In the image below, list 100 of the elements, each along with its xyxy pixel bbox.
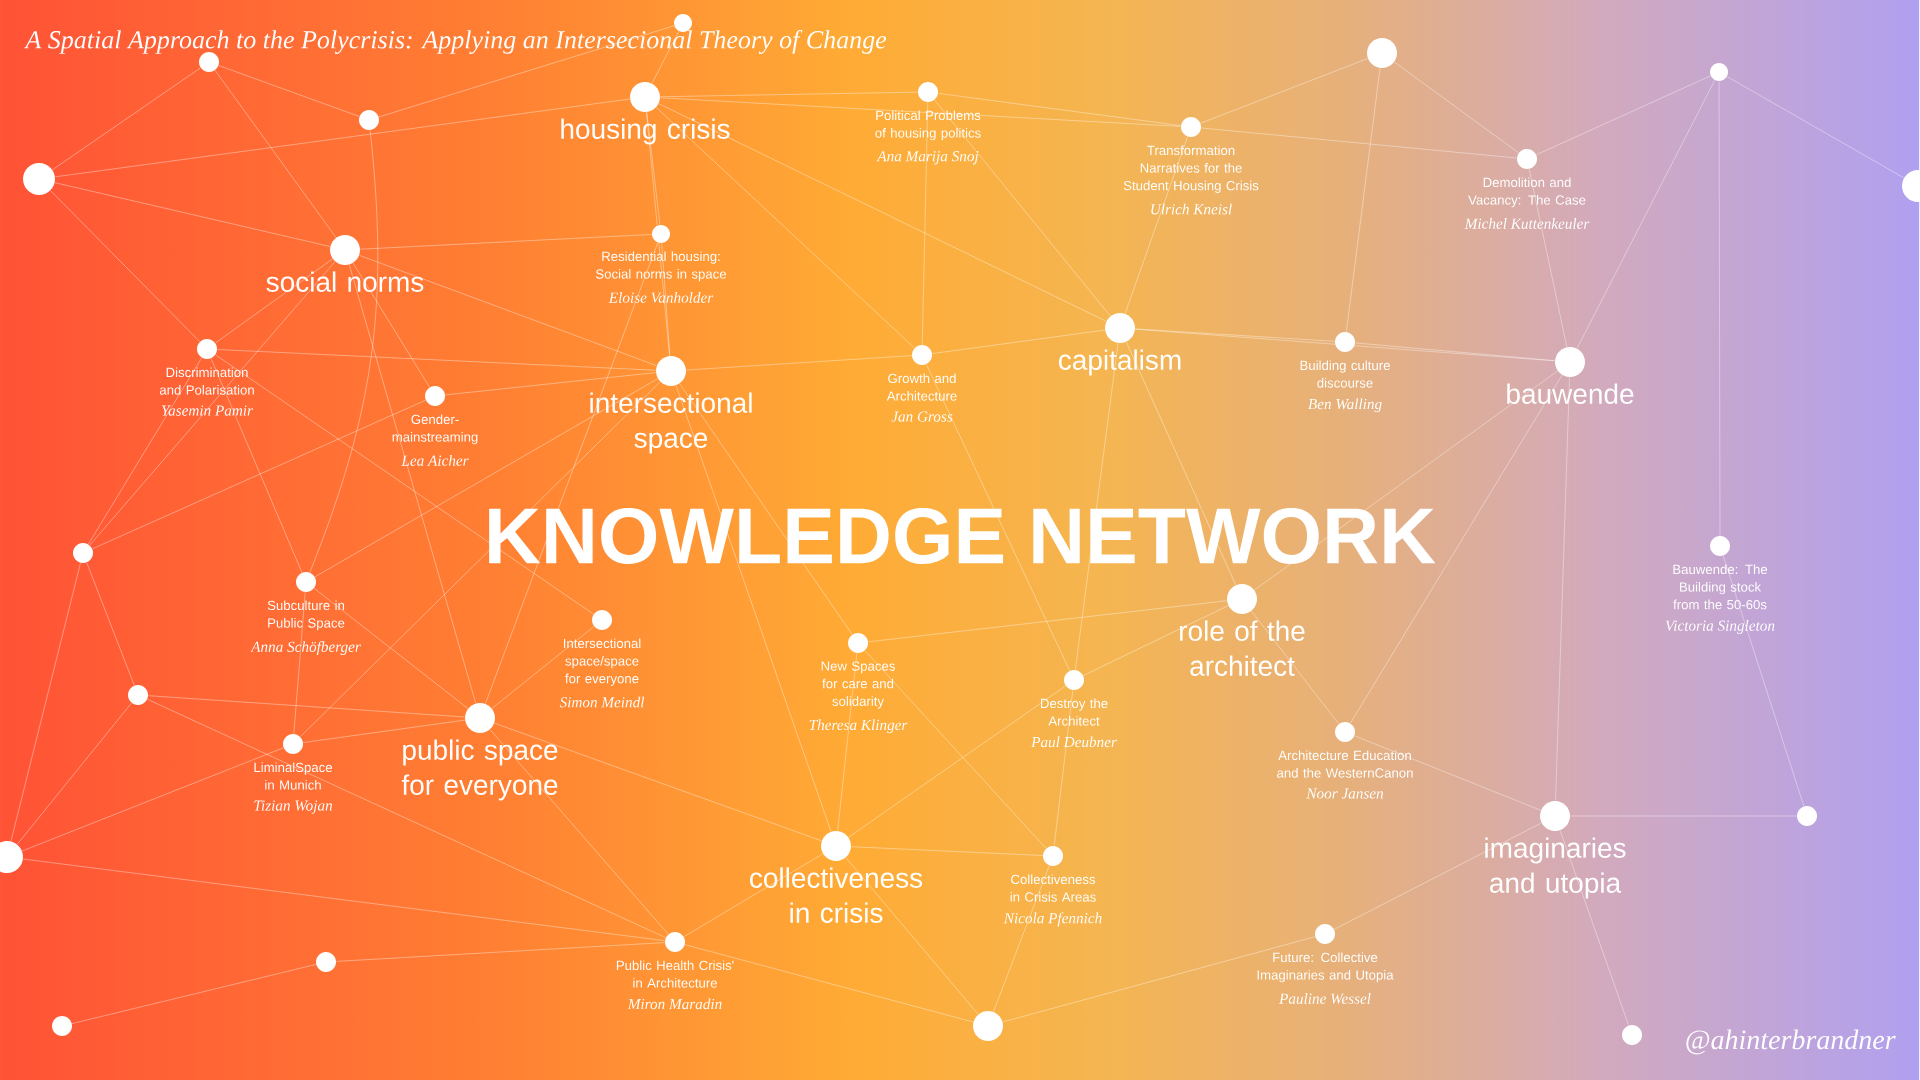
topic-label: Building culture discourse <box>1300 360 1390 388</box>
network-line <box>485 242 659 704</box>
topic-label: New Spaces for care and solidarity <box>821 661 895 709</box>
network-line <box>352 262 430 388</box>
network-line <box>359 255 657 366</box>
author-name: Ben Walling <box>1308 398 1382 413</box>
author-name: Noor Jansen <box>1306 788 1383 799</box>
node-dot <box>128 685 148 705</box>
network-line <box>1251 610 1339 725</box>
node-dot <box>1710 63 1728 81</box>
network-line <box>86 562 135 686</box>
network-line <box>684 944 974 1023</box>
topic-label: Growth and Architecture <box>886 373 957 401</box>
network-line <box>215 354 594 615</box>
node-dot <box>296 572 316 592</box>
network-line <box>16 702 132 845</box>
network-line <box>1135 328 1335 342</box>
hub-label: social norms <box>266 271 424 292</box>
network-line <box>148 695 465 718</box>
author-name: Eloise Vanholder <box>608 292 714 303</box>
topic-label: Discrimination and Polarisation <box>159 367 254 395</box>
network-line <box>10 562 81 842</box>
topic-label: Future: Collective Imaginaries and Utopia <box>1257 952 1394 983</box>
node-dot <box>1064 670 1084 690</box>
network-line <box>302 719 466 743</box>
node-dot <box>918 82 938 102</box>
network-line <box>1726 76 1905 179</box>
network-line <box>1576 80 1716 349</box>
node-dot <box>425 386 445 406</box>
author-name: Miron Maradin <box>627 998 722 1010</box>
node-dot <box>1181 117 1201 137</box>
network-line <box>217 349 656 371</box>
node-dot <box>1540 801 1570 831</box>
network-line <box>293 592 306 734</box>
network-line <box>868 600 1228 643</box>
node-dot <box>52 1016 72 1036</box>
network-line <box>210 358 303 573</box>
network-line <box>1528 168 1568 348</box>
network-line <box>937 93 1182 126</box>
network-line <box>683 853 824 937</box>
topic-label: Subculture in Public Space <box>267 600 345 631</box>
node-dot <box>283 734 303 754</box>
network-line <box>1346 67 1381 333</box>
network-line <box>92 399 426 550</box>
network-line <box>679 383 853 635</box>
network-line <box>489 729 669 935</box>
network-line <box>1254 370 1558 591</box>
network-line <box>1536 75 1711 156</box>
node-dot <box>73 543 93 563</box>
network-line <box>50 190 201 342</box>
hub-label: collectiveness in crisis <box>750 867 923 923</box>
node-dot <box>674 14 692 32</box>
node-dot <box>656 356 686 386</box>
network-line <box>378 25 675 118</box>
topic-label: Demolition and Vacancy: The Case <box>1468 177 1586 208</box>
network-line <box>660 91 918 98</box>
author-name: Pauline Wessel <box>1279 993 1371 1004</box>
network-line <box>21 747 284 852</box>
topic-label: Gender-mainstreaming <box>392 414 478 445</box>
author-name: Michel Kuttenkeuler <box>1464 218 1590 229</box>
network-line <box>660 97 1181 127</box>
network-line <box>1350 374 1563 724</box>
network-line <box>147 699 666 938</box>
node-dot <box>821 831 851 861</box>
author-name: Jan Gross <box>891 411 953 422</box>
topic-label: Collectiveness in Crisis Areas <box>1010 874 1096 902</box>
network-line <box>1333 822 1542 930</box>
network-line <box>22 858 666 942</box>
network-line <box>314 378 659 578</box>
node-dot <box>665 932 685 952</box>
social-handle: @ahinterbrandner <box>1686 1029 1896 1055</box>
network-line <box>218 65 360 117</box>
network-line <box>348 264 477 704</box>
node-dot <box>465 703 495 733</box>
network-line <box>864 650 1047 849</box>
topic-label: Transformation Narratives for the Student Housing Crisis <box>1123 145 1259 193</box>
network-line <box>1124 136 1188 314</box>
topic-label: Architecture Education and the WesternCanon <box>1277 750 1413 778</box>
author-name: Victoria Singleton <box>1665 620 1775 634</box>
network-line <box>89 261 336 546</box>
network-line <box>675 385 832 832</box>
heading: KNOWLEDGE NETWORK <box>489 508 1436 564</box>
node-dot <box>199 52 219 72</box>
hub-label: capitalism <box>1058 349 1181 376</box>
node-dot <box>1622 1025 1642 1045</box>
network-line <box>993 865 1050 1012</box>
network-line <box>445 372 657 396</box>
network-line <box>300 381 661 738</box>
network-line <box>1559 830 1629 1026</box>
network-line <box>1722 555 1805 807</box>
network-line <box>1126 341 1237 586</box>
hub-label: role of the architect <box>1180 620 1305 676</box>
author-name: Lea Aicher <box>401 455 469 466</box>
topic-label: Public Health Crisis' in Architecture <box>616 960 734 988</box>
network-line <box>54 182 331 247</box>
author-name: Ulrich Kneisl <box>1151 203 1232 215</box>
network-line <box>309 130 379 573</box>
network-line <box>851 846 1043 856</box>
title: A Spatial Approach to the Polycrisis: Applying an Intersecional Theory of Change <box>24 30 887 54</box>
topic-label: Bauwende: The Building stock from the 50-60s <box>1673 564 1768 610</box>
